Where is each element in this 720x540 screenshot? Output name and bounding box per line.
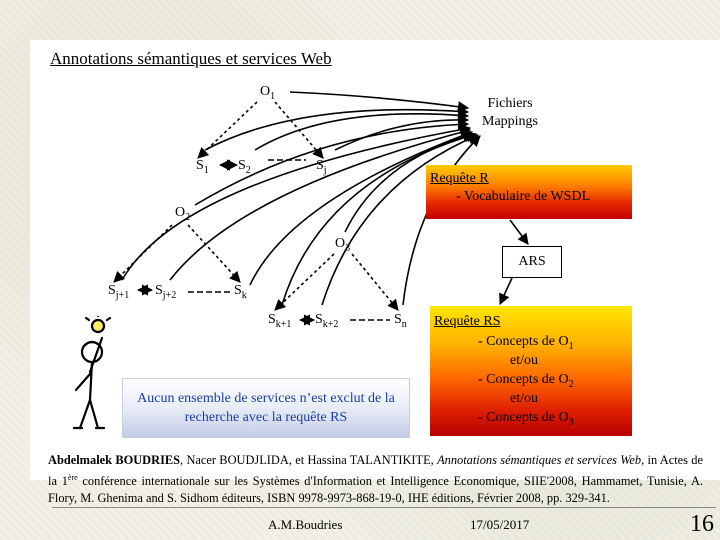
footer-divider [52, 507, 716, 508]
node-sk1: Sk+1 [268, 312, 292, 330]
requete-rs-or-2: et/ou [510, 391, 538, 406]
node-sk: Sk [234, 283, 247, 301]
edge-o3-sk1 [274, 253, 335, 311]
slide-title: Annotations sémantiques et services Web [50, 49, 332, 68]
map-s2 [254, 109, 470, 151]
map-sj2 [169, 127, 472, 281]
fichiers-label: Fichiers [487, 96, 533, 111]
node-sj: Sj [316, 158, 327, 176]
node-sk2: Sk+2 [315, 312, 339, 330]
requete-r-box: Requête R - Vocabulaire de WSDL [426, 165, 632, 219]
citation: Abdelmalek BOUDRIES, Nacer BOUDJLIDA, et… [48, 453, 703, 506]
node-s1: S1 [196, 158, 209, 176]
requete-rs-title: Requête RS [434, 314, 501, 329]
map-s1 [204, 105, 470, 151]
node-o3: O3 [335, 236, 351, 254]
edge-ars-reqrs [499, 277, 513, 306]
requete-r-title: Requête R [430, 171, 489, 186]
slide-number: 16 [690, 511, 714, 537]
map-sn [402, 135, 481, 306]
edge-o2-sk [187, 224, 241, 283]
edge-reqr-ars [509, 219, 529, 245]
requete-rs-or-1: et/ou [510, 353, 538, 368]
edge-o3-sn [351, 253, 399, 311]
requete-rs-concept-2: - Concepts de O2 [478, 372, 574, 390]
map-o2 [194, 118, 470, 206]
map-sj [334, 114, 470, 151]
map-sk2 [321, 133, 480, 306]
footer-date: 17/05/2017 [470, 517, 530, 532]
map-sk [249, 130, 474, 286]
node-o1: O1 [260, 84, 276, 102]
node-sn: Sn [394, 312, 407, 330]
aucun-note: Aucun ensemble de services n’est exclut … [122, 378, 410, 438]
person-lightbulb-icon [72, 316, 112, 430]
fichiers-mappings: Fichiers Mappings [470, 95, 550, 137]
ars-box: ARS [502, 246, 562, 278]
requete-r-item: - Vocabulaire de WSDL [456, 189, 591, 204]
requete-rs-box: Requête RS - Concepts de O1 et/ou - Conc… [430, 306, 632, 436]
map-sj1 [121, 124, 472, 281]
node-sj1: Sj+1 [108, 283, 130, 301]
node-sj2: Sj+2 [155, 283, 177, 301]
mappings-label: Mappings [482, 114, 538, 129]
node-s2: S2 [238, 158, 251, 176]
footer-author: A.M.Boudries [268, 517, 343, 532]
node-o2: O2 [175, 205, 191, 223]
requete-rs-concept-3: - Concepts de O3 [478, 410, 574, 428]
requete-rs-concept-1: - Concepts de O1 [478, 334, 574, 352]
map-o1 [289, 91, 470, 113]
map-sk1 [281, 131, 478, 306]
